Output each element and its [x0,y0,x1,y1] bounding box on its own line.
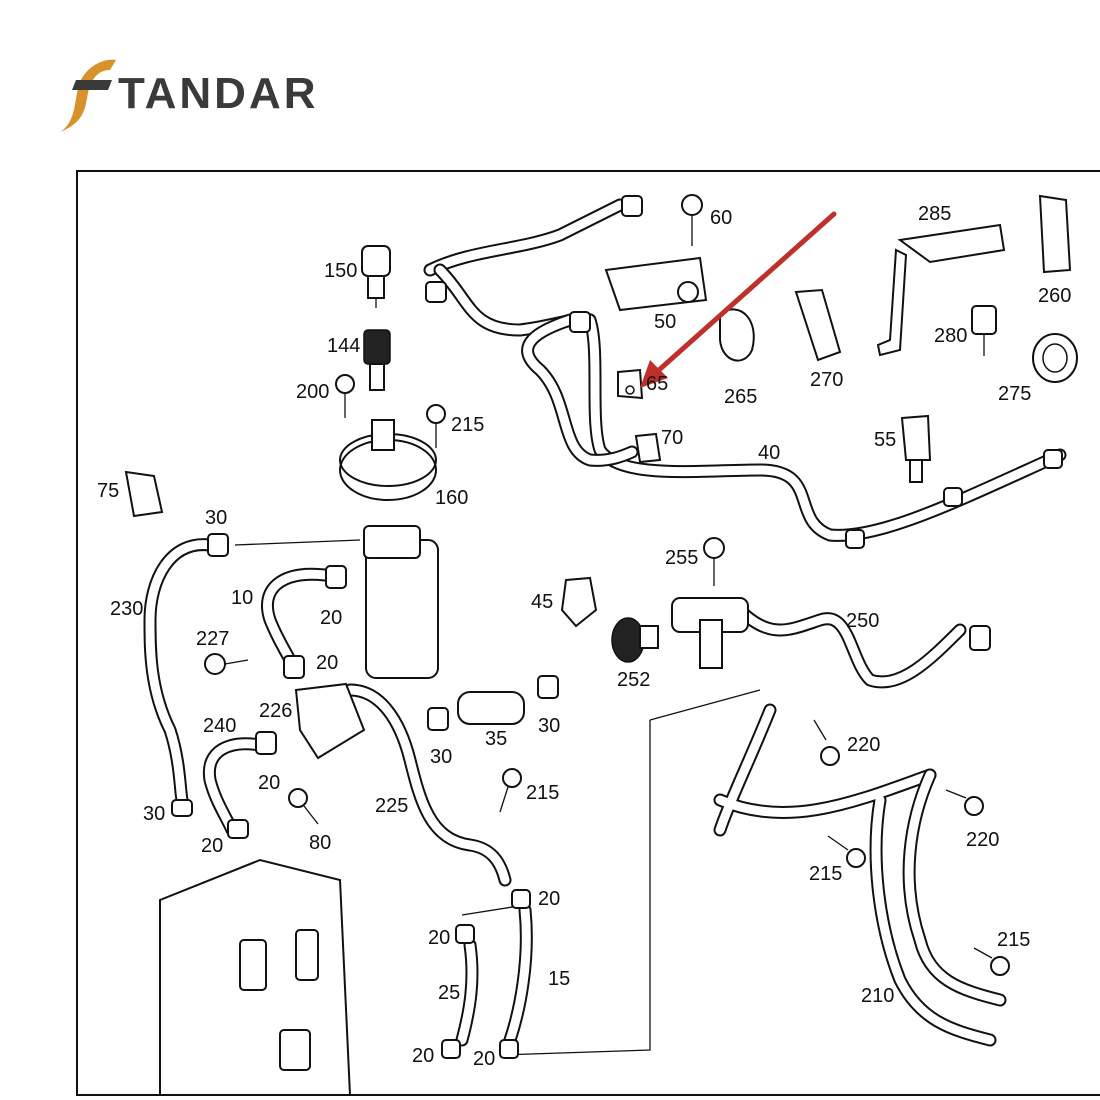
callout-30: 30 [430,746,452,768]
callout-215: 215 [526,782,559,804]
callout-252: 252 [617,669,650,691]
pipe-250 [733,603,967,689]
bolt-220-a [813,719,840,766]
callout-20: 20 [538,888,560,910]
hose-230 [143,538,217,807]
callout-20: 20 [201,835,223,857]
callout-250: 250 [846,610,879,632]
callout-75: 75 [97,480,119,502]
callout-80: 80 [309,832,331,854]
leader-lines [234,539,761,1056]
high-pressure-pump [159,858,352,1096]
pipe-225 [343,683,512,887]
callout-280: 280 [934,325,967,347]
callout-265: 265 [724,386,757,408]
callout-215: 215 [809,863,842,885]
callout-150: 150 [324,260,357,282]
highlight-arrow [640,211,837,388]
hose-25 [455,938,479,1047]
bolt-215-mid [499,768,522,813]
callout-60: 60 [710,207,732,229]
bolt-60 [681,194,703,246]
sensor-252 [611,617,659,663]
callout-50: 50 [654,311,676,333]
bolt-220-b [945,789,984,816]
callout-255: 255 [665,547,698,569]
callout-10: 10 [231,587,253,609]
callout-144: 144 [327,335,360,357]
callout-210: 210 [861,985,894,1007]
small-clamps [171,195,1063,1059]
callout-labels: 150 144 200 215 160 60 50 65 70 285 260 … [97,203,1071,1070]
bracket-285 [876,223,1006,357]
callout-270: 270 [810,369,843,391]
clip-270 [794,288,842,362]
fuel-filter [363,525,439,679]
callout-35: 35 [485,728,507,750]
callout-20: 20 [258,772,280,794]
callout-65: 65 [646,373,668,395]
pump-valve [671,597,749,669]
clip-75 [124,470,164,518]
pipe-210 [713,703,1007,1047]
callout-275: 275 [998,383,1031,405]
bracket-50 [604,256,708,312]
bracket-160 [339,419,437,501]
sensor-255 [703,537,725,586]
clip-280 [971,305,997,356]
callout-225: 225 [375,795,408,817]
bolt-215-top [426,404,446,448]
callout-30: 30 [143,803,165,825]
callout-20: 20 [320,607,342,629]
callout-200: 200 [296,381,329,403]
callout-240: 240 [203,715,236,737]
callout-285: 285 [918,203,951,225]
callout-160: 160 [435,487,468,509]
callout-40: 40 [758,442,780,464]
brand-logo: TANDAR [50,50,390,140]
clip-55 [900,414,932,483]
connector-35 [457,691,525,725]
hose-10 [261,567,332,667]
callout-30: 30 [538,715,560,737]
hose-15 [503,903,533,1047]
callout-30: 30 [205,507,227,529]
callout-20: 20 [412,1045,434,1067]
callout-25: 25 [438,982,460,1004]
callout-220: 220 [966,829,999,851]
bolt-215-right [827,835,866,868]
diagram-frame [76,170,1100,1096]
callout-260: 260 [1038,285,1071,307]
valve-150 [361,245,391,308]
bolt-200 [335,374,355,418]
callout-215: 215 [451,414,484,436]
callout-230: 230 [110,598,143,620]
valve-144 [363,329,391,391]
callout-20: 20 [428,927,450,949]
callout-45: 45 [531,591,553,613]
clip-70 [634,432,662,464]
callout-55: 55 [874,429,896,451]
logo-mark-icon: TANDAR [60,59,319,132]
valve-45 [560,576,598,628]
bolt-80 [288,788,319,825]
bolt-215-bottom [973,947,1010,976]
clamp-275 [1032,333,1078,383]
callout-20: 20 [473,1048,495,1070]
hose-240 [202,737,267,837]
callout-20: 20 [316,652,338,674]
callout-215: 215 [997,929,1030,951]
logo-text: TANDAR [118,69,319,118]
callout-227: 227 [196,628,229,650]
holder-65 [617,368,644,400]
callout-226: 226 [259,700,292,722]
connector-226 [294,682,366,760]
callout-220: 220 [847,734,880,756]
callout-70: 70 [661,427,683,449]
callout-15: 15 [548,968,570,990]
bolt-227 [204,653,249,675]
clip-265 [719,308,755,362]
clip-260 [1038,194,1072,274]
